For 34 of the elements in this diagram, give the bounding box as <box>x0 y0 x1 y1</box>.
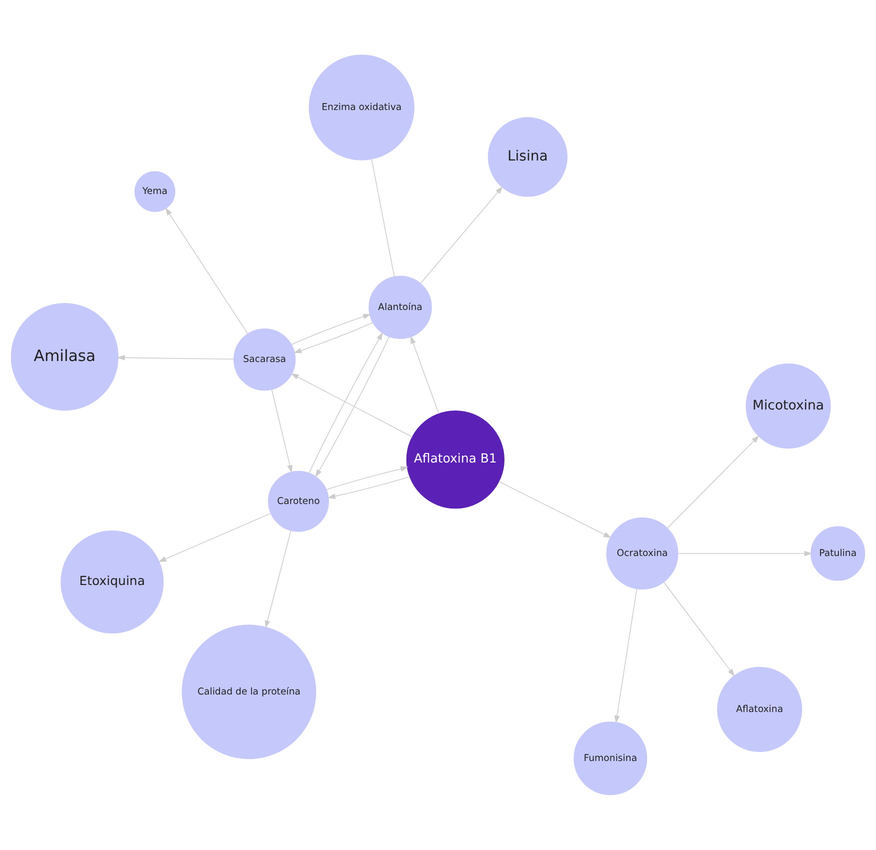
arrow <box>410 336 440 414</box>
node-circle: Caroteno <box>268 470 329 532</box>
arrow <box>663 582 735 677</box>
node-circle: Sacarasa <box>234 328 296 391</box>
node-circle: Ocratoxina <box>606 518 678 590</box>
arrow <box>678 550 812 556</box>
arrow <box>498 481 612 538</box>
node-circle: Fumonisina <box>574 722 648 796</box>
arrow <box>666 435 760 529</box>
node-circle: Enzima oxidativa <box>308 54 414 160</box>
arrow <box>158 513 271 562</box>
arrow <box>308 332 383 474</box>
node-circle: Yema <box>134 171 176 212</box>
node-circle: Micotoxina <box>746 364 831 449</box>
arrow <box>291 314 371 345</box>
arrow <box>264 530 292 628</box>
arrow <box>294 322 374 354</box>
arrow <box>271 389 293 473</box>
arrow <box>290 373 413 438</box>
node-circle: Lisina <box>488 117 568 197</box>
arrow <box>315 336 390 478</box>
arrow <box>420 186 503 284</box>
node-circle: Etoxiquina <box>60 530 164 634</box>
node-circle: Alantoína <box>368 276 432 339</box>
arrow <box>326 466 408 490</box>
arrow <box>165 208 248 334</box>
node-circle: Calidad de la proteína <box>182 624 316 760</box>
node-circle: Amilasa <box>10 303 119 411</box>
connector <box>371 158 395 277</box>
arrow <box>328 476 410 499</box>
node-circle: Patulina <box>810 526 866 581</box>
arrow <box>117 354 234 360</box>
arrow <box>614 588 638 724</box>
node-circle: Aflatoxina B1 <box>406 410 504 509</box>
